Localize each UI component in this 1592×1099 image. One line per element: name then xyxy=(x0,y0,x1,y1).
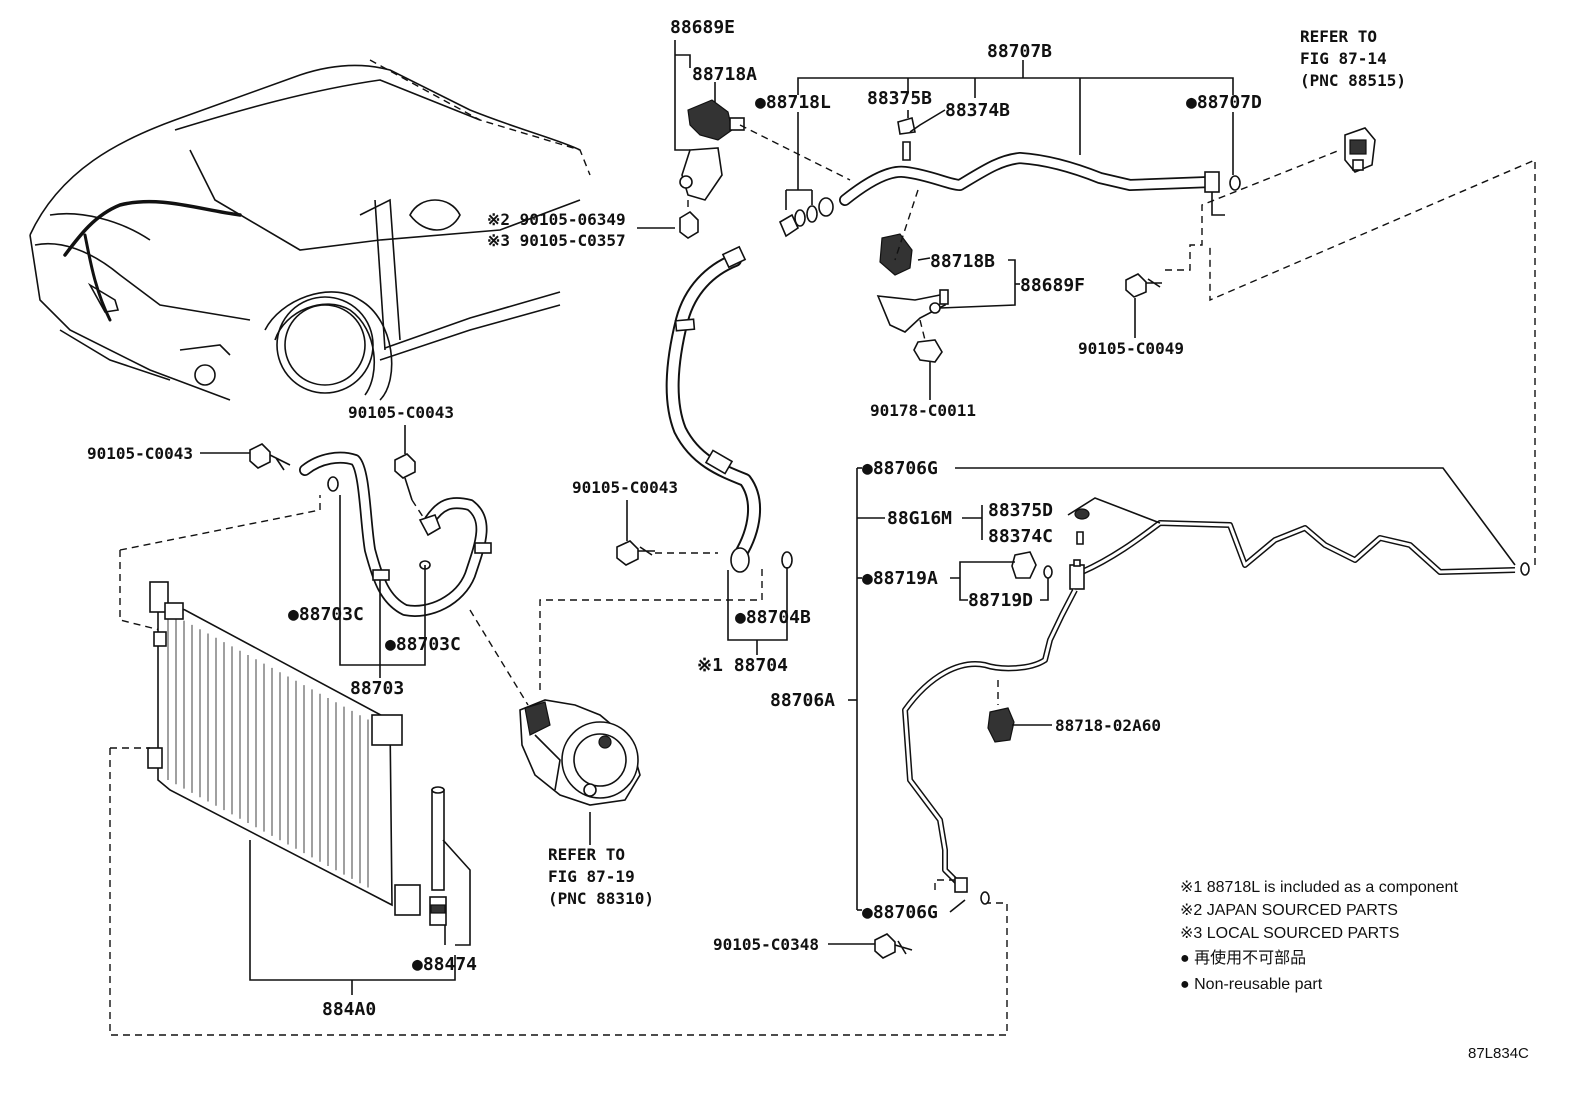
tube-88G16M xyxy=(1069,520,1530,590)
dash-bottom-loop xyxy=(109,748,1008,1036)
label-88706G-top: ●88706G xyxy=(862,458,938,479)
label-88474: ●88474 xyxy=(412,954,477,975)
label-88704: ※1 88704 xyxy=(697,655,788,676)
label-90105-C0049: 90105-C0049 xyxy=(1078,339,1184,358)
dash-condenser-top xyxy=(119,550,161,631)
bolt-90105-C0043-left xyxy=(249,443,291,471)
tube-88706A xyxy=(902,588,1078,905)
note-1: ※1 88718L is included as a component xyxy=(1180,879,1458,896)
dash-90178 xyxy=(919,319,926,341)
ref-87-14-line2: FIG 87-14 xyxy=(1300,49,1387,68)
label-88706A: 88706A xyxy=(770,690,835,711)
label-88374C: 88374C xyxy=(988,526,1053,547)
dash-88706G-bot xyxy=(934,879,955,890)
ref-87-14-line3: (PNC 88515) xyxy=(1300,71,1406,90)
label-88704B: ●88704B xyxy=(735,607,811,628)
bolt-90105-C0043-top xyxy=(394,453,416,501)
cap-88375D xyxy=(1074,508,1090,545)
switch-88719A xyxy=(1011,551,1053,579)
label-88703C-a: ●88703C xyxy=(288,604,364,625)
receiver-88474 xyxy=(429,786,447,926)
label-88718A: 88718A xyxy=(692,64,757,85)
label-88718B: 88718B xyxy=(930,251,995,272)
label-88374B: 88374B xyxy=(945,100,1010,121)
dash-88718B xyxy=(894,189,919,261)
label-90105-C0348: 90105-C0348 xyxy=(713,935,819,954)
bolt-90105-C0348 xyxy=(874,933,913,959)
label-88707D: ●88707D xyxy=(1186,92,1262,113)
note-4: ● 再使用不可部品 xyxy=(1180,949,1306,967)
note-3: ※3 LOCAL SOURCED PARTS xyxy=(1180,925,1399,942)
part-number-labels: 88689E 88718A ●88718L 88375B 88374B 8870… xyxy=(87,17,1406,1020)
label-88689F: 88689F xyxy=(1020,275,1085,296)
label-90178-C0011: 90178-C0011 xyxy=(870,401,976,420)
note-5: ● Non-reusable part xyxy=(1180,976,1323,993)
dash-condenser-compressor xyxy=(469,609,529,706)
label-90105-06349: ※2 90105-06349 xyxy=(487,210,626,229)
dash-hose-88703 xyxy=(119,495,321,551)
hose-88703 xyxy=(299,451,492,617)
dash-right-loop xyxy=(1209,158,1536,565)
label-88706G-bottom: ●88706G xyxy=(862,902,938,923)
ref-87-19-line1: REFER TO xyxy=(548,845,625,864)
connector-88515 xyxy=(1344,127,1376,173)
vehicle-outline-illustration xyxy=(29,64,581,401)
dash-88718A xyxy=(739,124,851,181)
figure-code: 87L834C xyxy=(1468,1045,1529,1062)
ref-87-14-line1: REFER TO xyxy=(1300,27,1377,46)
label-88703C-b: ●88703C xyxy=(385,634,461,655)
ref-87-19-line3: (PNC 88310) xyxy=(548,889,654,908)
label-88703: 88703 xyxy=(350,678,404,699)
label-88375D: 88375D xyxy=(988,500,1053,521)
label-88719A: ●88719A xyxy=(862,568,938,589)
label-90105-C0357: ※3 90105-C0357 xyxy=(487,231,626,250)
label-88707B: 88707B xyxy=(987,41,1052,62)
dash-compressor xyxy=(539,565,763,690)
leader-lines xyxy=(200,40,1516,995)
label-88718-02A60: 88718-02A60 xyxy=(1055,716,1161,735)
bracket-88689F xyxy=(876,233,949,363)
car-leader-dash xyxy=(369,59,591,176)
bolt-90105-C0043-mid xyxy=(616,540,655,566)
bolt-90105-C0049 xyxy=(1125,273,1162,298)
label-90105-C0043-left: 90105-C0043 xyxy=(87,444,193,463)
label-88375B: 88375B xyxy=(867,88,932,109)
note-2: ※2 JAPAN SOURCED PARTS xyxy=(1180,902,1398,919)
suction-hose-88707B xyxy=(778,116,1241,238)
condenser-884A0 xyxy=(147,581,421,916)
compressor-88310 xyxy=(519,699,641,806)
label-88G16M: 88G16M xyxy=(887,508,952,529)
label-88718L: ●88718L xyxy=(755,92,831,113)
label-88689E: 88689E xyxy=(670,17,735,38)
bracket-88689E xyxy=(679,99,745,239)
label-90105-C0043-mid: 90105-C0043 xyxy=(572,478,678,497)
clamp-88718-02A60 xyxy=(987,707,1015,743)
discharge-hose-88704 xyxy=(665,245,793,573)
ref-87-19-line2: FIG 87-19 xyxy=(548,867,635,886)
label-88719D: 88719D xyxy=(968,590,1033,611)
label-884A0: 884A0 xyxy=(322,999,376,1020)
label-90105-C0043-top: 90105-C0043 xyxy=(348,403,454,422)
dash-bolt-top xyxy=(411,499,426,521)
dash-88707D xyxy=(1165,149,1341,271)
legend-notes: ※1 88718L is included as a component ※2 … xyxy=(1180,879,1458,993)
